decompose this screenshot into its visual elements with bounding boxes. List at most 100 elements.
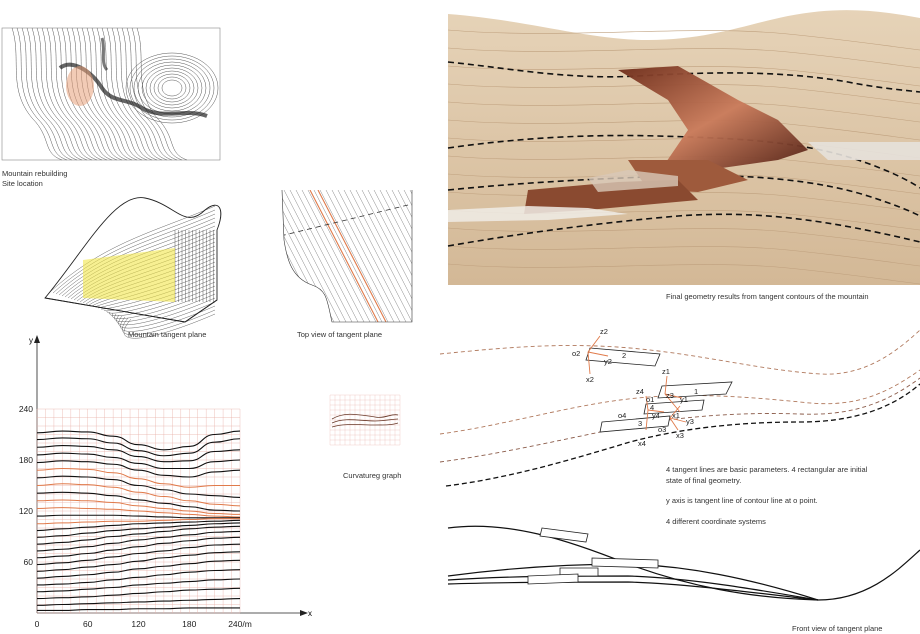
notes-line1: 4 tangent lines are basic parameters. 4 … [666, 465, 868, 474]
top-view-line [272, 190, 323, 322]
top-view-line [319, 190, 389, 322]
series-line-18 [36, 536, 241, 559]
label-y1: y1 [680, 395, 688, 404]
top-view-line [272, 190, 317, 322]
top-view-line [361, 190, 412, 322]
series-line-23 [36, 578, 241, 593]
top-view-line [373, 190, 412, 322]
top-view-line [289, 190, 359, 322]
label-y4: y4 [652, 411, 660, 420]
top-view-line [272, 190, 293, 322]
series-line-8 [36, 483, 241, 507]
series-line-13 [36, 518, 240, 525]
label-x1: x1 [672, 411, 680, 420]
site-caption-line2: Site location [2, 179, 43, 188]
wood-stratum [447, 263, 920, 285]
x-tick-label: 240/m [228, 619, 252, 629]
series-line-17 [36, 530, 241, 552]
label-z2: z2 [600, 327, 608, 336]
contour-ring [149, 70, 195, 106]
y-tick-label: 120 [19, 506, 33, 516]
series-line-4 [36, 452, 241, 470]
top-view-line [313, 190, 383, 322]
y-tick-label: 240 [19, 404, 33, 414]
label-x2: x2 [586, 375, 594, 384]
top-view-line [385, 190, 412, 322]
series-line-11 [36, 507, 241, 518]
hatch-line [106, 281, 216, 314]
wood-stratum [447, 101, 920, 123]
site-caption-line1: Mountain rebuilding [2, 169, 68, 178]
front-view-caption: Front view of tangent plane [792, 624, 883, 633]
wood-stratum [447, 29, 920, 51]
top-view-caption: Top view of tangent plane [297, 330, 383, 339]
contour-line [56, 27, 108, 161]
top-view-line [325, 190, 395, 322]
top-view-line [272, 190, 335, 322]
hatch-line [58, 217, 216, 296]
notes-line2: state of final geometry. [666, 476, 742, 485]
label-z1: z1 [662, 367, 670, 376]
series-line-2 [36, 437, 241, 457]
contour-line [91, 27, 143, 161]
wood-stratum [447, 173, 920, 195]
contour-line [86, 27, 138, 161]
contour-line [101, 27, 153, 161]
notes-line4: 4 different coordinate systems [666, 517, 766, 526]
label-1: 1 [694, 387, 698, 396]
series-line-1 [36, 430, 241, 451]
top-view-line [272, 190, 299, 322]
series-line-25 [36, 598, 241, 606]
top-view-line [337, 190, 407, 322]
contour-line [16, 27, 68, 161]
series-line-3 [36, 444, 241, 463]
y-axis-arrow [34, 335, 40, 343]
x-axis-arrow [300, 610, 308, 616]
mountain-tangent-plane-diagram [44, 197, 222, 339]
top-view-line [295, 190, 365, 322]
contour-line [71, 27, 123, 161]
series-line-9 [36, 491, 241, 512]
label-o4: o4 [618, 411, 626, 420]
top-view-line [367, 190, 412, 322]
top-view-line [391, 190, 412, 322]
series-line-20 [36, 551, 241, 572]
top-view-line [283, 190, 353, 322]
contour-line [61, 27, 113, 161]
coordinate-systems-diagram: z2 o2 y2 2 x2 z1 z4 o1 z3 y1 1 o4 y4 4 x… [439, 327, 920, 487]
label-2: 2 [622, 351, 626, 360]
x-tick-label: 60 [83, 619, 93, 629]
label-3: 3 [638, 419, 642, 428]
series-line-19 [36, 543, 241, 566]
contour-line [116, 27, 168, 161]
contour-line [96, 27, 148, 161]
top-view-line [272, 190, 287, 322]
rect-2 [585, 347, 661, 367]
wood-stratum [447, 47, 920, 69]
top-view-line [272, 190, 305, 322]
y-tick-label: 60 [24, 557, 34, 567]
contour-line [11, 27, 63, 161]
label-x4: x4 [638, 439, 646, 448]
notes-line3: y axis is tangent line of contour line a… [666, 496, 818, 505]
top-view-line [277, 190, 347, 322]
contour-line [66, 27, 118, 161]
top-view-line [397, 190, 412, 322]
series-line-6 [36, 467, 240, 488]
label-y2: y2 [604, 357, 612, 366]
series-line-7 [36, 475, 241, 498]
contour-line [51, 27, 103, 161]
contour-line [106, 27, 158, 161]
contour-line [31, 27, 83, 161]
contour-line [111, 27, 163, 161]
series-line-12 [36, 514, 240, 519]
top-view-line [331, 190, 401, 322]
top-view-line [355, 190, 412, 322]
label-o3: o3 [658, 425, 666, 434]
model-photo [447, 10, 920, 285]
hatch-line [52, 209, 216, 294]
contour-ring [141, 64, 203, 112]
label-o2: o2 [572, 349, 580, 358]
contour-ring [133, 58, 211, 118]
label-4: 4 [650, 403, 654, 412]
